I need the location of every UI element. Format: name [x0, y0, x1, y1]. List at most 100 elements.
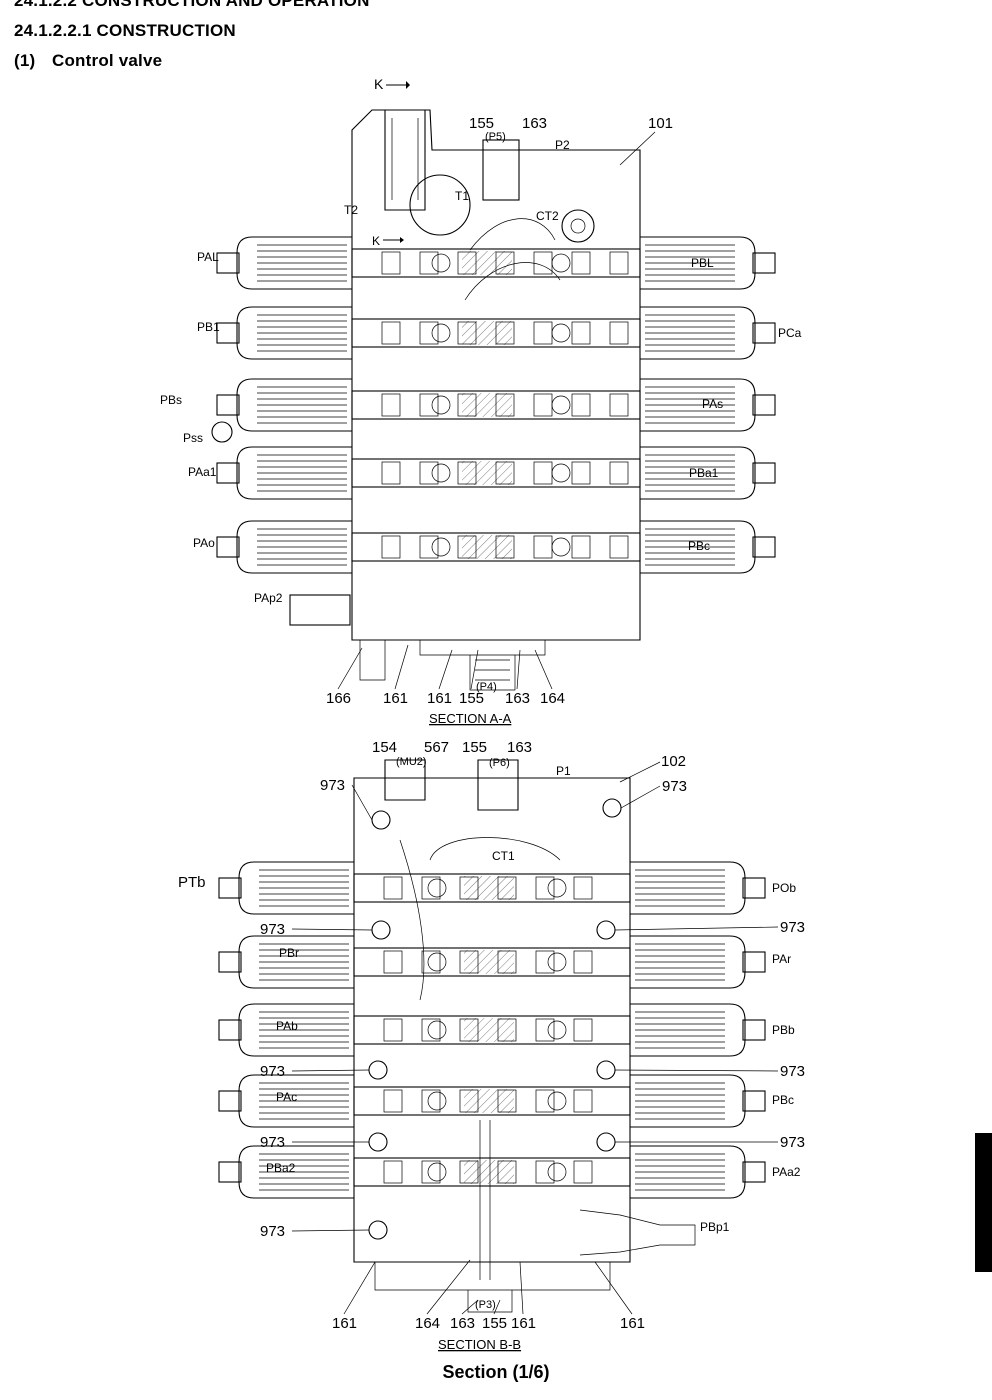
port-label-paa1: PAa1	[188, 465, 217, 479]
port-label-par-1: PAr	[772, 952, 791, 966]
label-973-8: 973	[780, 1134, 805, 1151]
bottom-label-b-2-164: 164	[415, 1315, 440, 1332]
bottom-label-a-2-161: 161	[383, 690, 408, 707]
port-label-pca: PCa	[778, 326, 802, 340]
port-label-pbc: PBc	[688, 539, 710, 553]
figure-caption: Section (1/6)	[442, 1362, 550, 1382]
port-label-pbb-2: PBb	[772, 1023, 795, 1037]
port-label-pap2: PAp2	[254, 591, 283, 605]
label-t1: T1	[455, 189, 469, 203]
spool-b-3	[218, 1003, 766, 1057]
label-mu2: (MU2)	[396, 756, 427, 768]
port-label-pba2: PBa2	[266, 1161, 296, 1175]
bolt-hole-973-3	[371, 920, 391, 940]
item-title: Control valve	[52, 51, 163, 70]
label-ct2: CT2	[536, 209, 559, 223]
section-heading-construction-operation: 24.1.2.2 CONSTRUCTION AND OPERATION	[14, 0, 370, 10]
bottom-label-a-3-161: 161	[427, 690, 452, 707]
page-edge-tab-marker	[975, 1133, 992, 1272]
port-label-ptb: PTb	[178, 874, 206, 891]
pss-port-fitting	[211, 421, 233, 443]
bolt-hole-973-8	[596, 1132, 616, 1152]
label-973-5: 973	[260, 1063, 285, 1080]
section-a-bottom-labels: 166 161 161 155 163 164	[326, 644, 565, 707]
label-973-6: 973	[780, 1063, 805, 1080]
label-101: 101	[648, 115, 673, 132]
spool-a-1	[216, 236, 776, 290]
port-label-pab: PAb	[276, 1019, 298, 1033]
section-b-spools	[218, 861, 766, 1199]
bottom-label-b-5-161: 161	[511, 1315, 536, 1332]
port-label-pal: PAL	[197, 250, 219, 264]
bottom-label-b-1-161: 161	[332, 1315, 357, 1332]
port-label-pbl: PBL	[691, 256, 714, 270]
label-973-3: 973	[260, 921, 285, 938]
port-label-pss: Pss	[183, 431, 203, 445]
label-163-b: 163	[507, 739, 532, 756]
bolt-hole-973-9	[368, 1220, 388, 1240]
label-973-1: 973	[320, 777, 345, 794]
label-p2: P2	[555, 138, 570, 152]
port-label-pas: PAs	[702, 397, 723, 411]
bolt-hole-973-2	[602, 798, 622, 818]
spool-a-4	[216, 446, 776, 500]
item-number: (1)	[14, 51, 36, 70]
bolt-hole-973-4	[596, 920, 616, 940]
bottom-label-b-4-155: 155	[482, 1315, 507, 1332]
label-p3: (P3)	[475, 1299, 496, 1311]
spool-b-4	[218, 1074, 766, 1128]
label-p1: P1	[556, 764, 571, 778]
port-label-pba1: PBa1	[689, 466, 719, 480]
bottom-label-b-6-161: 161	[620, 1315, 645, 1332]
label-102: 102	[661, 753, 686, 770]
section-a-a-drawing	[351, 109, 641, 691]
bottom-label-a-6-164: 164	[540, 690, 565, 707]
spool-b-1	[218, 861, 766, 915]
port-label-paa2-4: PAa2	[772, 1165, 801, 1179]
label-973-9: 973	[260, 1223, 285, 1240]
port-label-pbc-3: PBc	[772, 1093, 794, 1107]
label-567: 567	[424, 739, 449, 756]
port-label-pbp1-5: PBp1	[700, 1220, 730, 1234]
view-arrow-label-k-mid: K	[372, 234, 380, 248]
bottom-label-b-3-163: 163	[450, 1315, 475, 1332]
bolt-hole-973-7	[368, 1132, 388, 1152]
section-a-a-title: SECTION A-A	[429, 711, 512, 726]
label-p5: (P5)	[485, 131, 506, 143]
port-label-pob-0: POb	[772, 881, 796, 895]
bottom-label-a-5-163: 163	[505, 690, 530, 707]
bottom-label-a-1-166: 166	[326, 690, 351, 707]
label-973-4: 973	[780, 919, 805, 936]
label-163-a: 163	[522, 115, 547, 132]
spool-a-5	[216, 520, 776, 574]
label-973-2: 973	[662, 778, 687, 795]
port-label-pb1: PB1	[197, 320, 220, 334]
section-b-bolt-holes: 973 973 973 973 973 973 973 973 973	[260, 777, 805, 1240]
pilot-port-pap2-body	[289, 594, 351, 626]
port-label-pbr: PBr	[279, 946, 299, 960]
item-heading-control-valve: (1) Control valve	[14, 51, 162, 71]
port-label-pbs: PBs	[160, 393, 182, 407]
label-p6: (P6)	[489, 757, 510, 769]
label-t2: T2	[344, 203, 358, 217]
spool-b-2	[218, 935, 766, 989]
spool-b-5	[218, 1145, 766, 1199]
spool-a-2	[216, 306, 776, 360]
label-155-a: 155	[469, 115, 494, 132]
subsection-heading-construction: 24.1.2.2.1 CONSTRUCTION	[14, 21, 236, 40]
label-p4: (P4)	[476, 681, 497, 693]
bottom-label-a-4-155: 155	[459, 690, 484, 707]
bolt-hole-973-1	[371, 810, 391, 830]
label-ct1: CT1	[492, 849, 515, 863]
section-a-spools	[211, 236, 776, 626]
label-155-b: 155	[462, 739, 487, 756]
label-973-7: 973	[260, 1134, 285, 1151]
port-label-pao: PAo	[193, 536, 215, 550]
bolt-hole-973-6	[596, 1060, 616, 1080]
port-label-pac: PAc	[276, 1090, 297, 1104]
section-b-b-title: SECTION B-B	[438, 1337, 521, 1352]
